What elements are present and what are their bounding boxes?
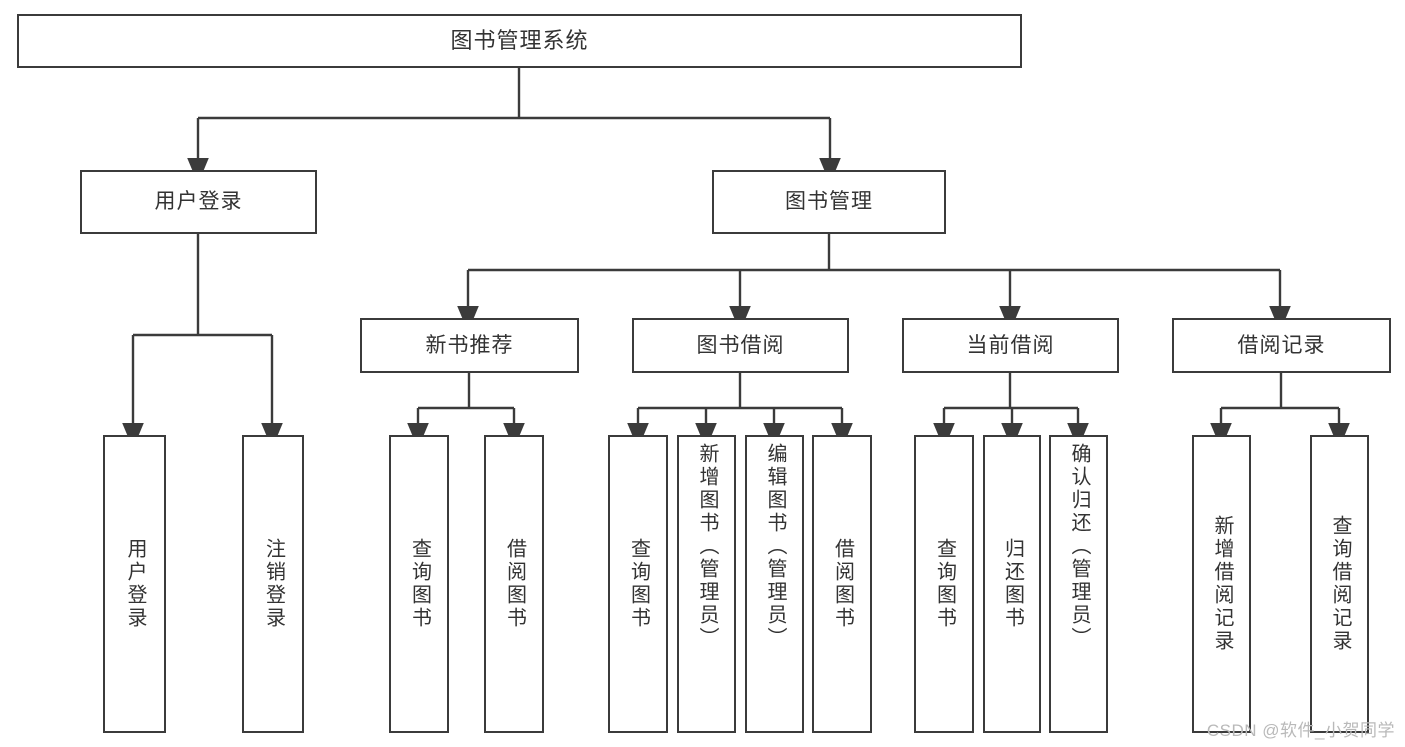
leaf-label: 确认归还（管理员） bbox=[1068, 443, 1090, 650]
leaf-label: 查询图书 bbox=[627, 538, 650, 630]
node-label: 当前借阅 bbox=[966, 333, 1055, 357]
node-borrow-records[interactable]: 借阅记录 bbox=[1172, 318, 1391, 373]
node-root-system[interactable]: 图书管理系统 bbox=[17, 14, 1022, 68]
leaf-label: 注销登录 bbox=[262, 538, 285, 630]
leaf-label: 归还图书 bbox=[1001, 538, 1024, 630]
node-label: 新书推荐 bbox=[425, 333, 514, 357]
watermark-text: CSDN @软件_小贺同学 bbox=[1206, 721, 1395, 740]
leaf-current-confirm-return-admin[interactable]: 确认归还（管理员） bbox=[1049, 435, 1108, 733]
leaf-label: 查询图书 bbox=[408, 538, 431, 630]
leaf-logout[interactable]: 注销登录 bbox=[242, 435, 304, 733]
leaf-label: 编辑图书（管理员） bbox=[764, 443, 786, 650]
node-current-borrow[interactable]: 当前借阅 bbox=[902, 318, 1119, 373]
node-label: 图书管理 bbox=[785, 190, 873, 214]
node-label: 借阅记录 bbox=[1237, 333, 1326, 357]
leaf-label: 借阅图书 bbox=[831, 538, 854, 630]
leaf-user-login[interactable]: 用户登录 bbox=[103, 435, 166, 733]
leaf-borrow-borrow-book[interactable]: 借阅图书 bbox=[812, 435, 872, 733]
node-label: 用户登录 bbox=[154, 190, 243, 214]
leaf-label: 新增图书（管理员） bbox=[696, 443, 718, 650]
leaf-borrow-add-book-admin[interactable]: 新增图书（管理员） bbox=[677, 435, 736, 733]
leaf-label: 查询图书 bbox=[933, 538, 956, 630]
leaf-records-query-record[interactable]: 查询借阅记录 bbox=[1310, 435, 1369, 733]
node-user-login[interactable]: 用户登录 bbox=[80, 170, 317, 234]
leaf-label: 借阅图书 bbox=[503, 538, 526, 630]
leaf-label: 查询借阅记录 bbox=[1329, 515, 1351, 653]
node-new-book-recommend[interactable]: 新书推荐 bbox=[360, 318, 579, 373]
leaf-records-add-record[interactable]: 新增借阅记录 bbox=[1192, 435, 1251, 733]
leaf-newbook-borrow-book[interactable]: 借阅图书 bbox=[484, 435, 544, 733]
leaf-label: 用户登录 bbox=[124, 538, 146, 630]
leaf-newbook-query-book[interactable]: 查询图书 bbox=[389, 435, 449, 733]
leaf-borrow-edit-book-admin[interactable]: 编辑图书（管理员） bbox=[745, 435, 804, 733]
node-label: 图书借阅 bbox=[696, 333, 785, 357]
leaf-current-return-book[interactable]: 归还图书 bbox=[983, 435, 1041, 733]
leaf-current-query-book[interactable]: 查询图书 bbox=[914, 435, 974, 733]
leaf-label: 新增借阅记录 bbox=[1211, 515, 1233, 653]
leaf-borrow-query-book[interactable]: 查询图书 bbox=[608, 435, 668, 733]
node-book-management[interactable]: 图书管理 bbox=[712, 170, 946, 234]
node-label: 图书管理系统 bbox=[450, 27, 589, 53]
node-book-borrow[interactable]: 图书借阅 bbox=[632, 318, 849, 373]
